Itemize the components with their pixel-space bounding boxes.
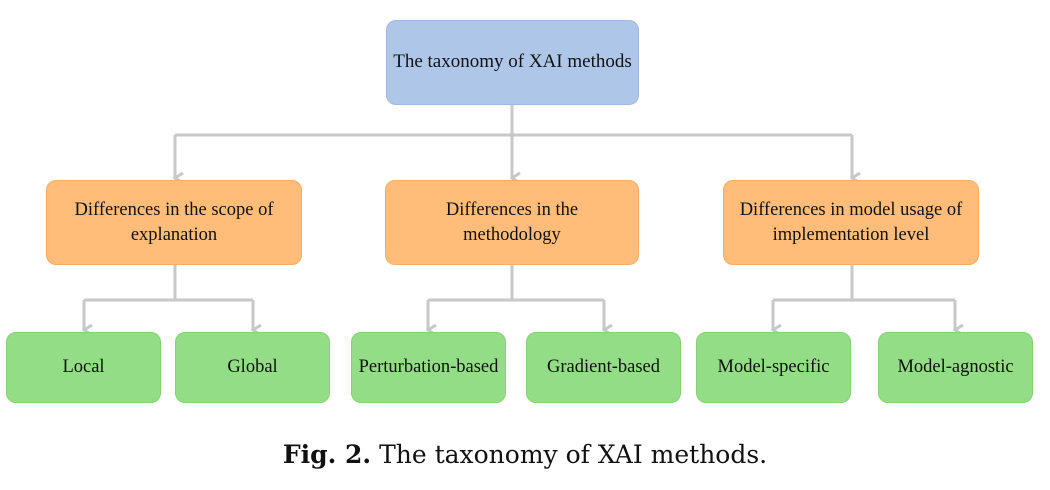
leaf-model-agnostic: Model-agnostic bbox=[878, 332, 1033, 403]
category-methodology: Differences in the methodology bbox=[385, 180, 639, 265]
leaf-model-specific: Model-specific bbox=[696, 332, 851, 403]
leaf-global: Global bbox=[175, 332, 330, 403]
leaf-perturbation-based: Perturbation-based bbox=[351, 332, 506, 403]
caption-text: The taxonomy of XAI methods. bbox=[379, 440, 768, 469]
category-model-usage: Differences in model usage of implementa… bbox=[723, 180, 979, 265]
caption-label: Fig. 2. bbox=[282, 440, 372, 469]
root-node: The taxonomy of XAI methods bbox=[386, 20, 639, 105]
figure-caption: Fig. 2. The taxonomy of XAI methods. bbox=[0, 440, 1050, 469]
leaf-local: Local bbox=[6, 332, 161, 403]
category-scope: Differences in the scope of explanation bbox=[46, 180, 302, 265]
leaf-gradient-based: Gradient-based bbox=[526, 332, 681, 403]
